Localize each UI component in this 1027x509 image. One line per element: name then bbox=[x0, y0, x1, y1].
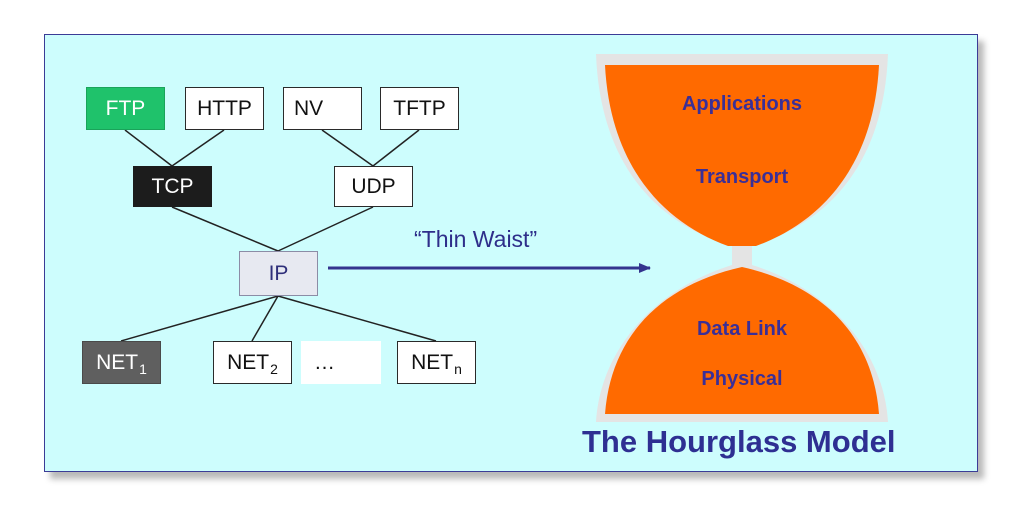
tcp-box: TCP bbox=[133, 166, 212, 207]
hourglass-label-applications: Applications bbox=[681, 93, 802, 115]
hourglass-label-transport: Transport bbox=[695, 166, 789, 188]
nv-label: NV bbox=[294, 96, 324, 120]
net1-label: NET bbox=[96, 350, 139, 374]
link-udp-ip bbox=[277, 206, 374, 252]
diagram-title: The Hourglass Model bbox=[582, 424, 896, 459]
link-tftp-udp bbox=[372, 129, 420, 167]
hourglass-label-data-link: Data Link bbox=[696, 318, 788, 340]
ellipsis-label: … bbox=[314, 350, 335, 374]
ellipsis-box: … bbox=[301, 341, 381, 384]
netn-label: NET bbox=[411, 350, 454, 374]
ftp-label: FTP bbox=[105, 96, 146, 120]
hourglass-bottom-bulb bbox=[605, 267, 879, 414]
link-nv-udp bbox=[321, 129, 374, 167]
ftp-box: FTP bbox=[86, 87, 165, 130]
hourglass-top-bulb bbox=[605, 65, 879, 246]
udp-box: UDP bbox=[334, 166, 413, 207]
http-label: HTTP bbox=[197, 96, 252, 120]
net2-label: NET bbox=[227, 350, 270, 374]
ip-box: IP bbox=[239, 251, 318, 296]
tftp-box: TFTP bbox=[380, 87, 459, 130]
nv-box: NV bbox=[283, 87, 362, 130]
udp-label: UDP bbox=[351, 174, 396, 198]
link-ip-net2 bbox=[251, 295, 279, 342]
tcp-label: TCP bbox=[151, 174, 194, 198]
link-ip-netn bbox=[277, 295, 437, 342]
http-box: HTTP bbox=[185, 87, 264, 130]
netn-subscript: n bbox=[454, 360, 462, 377]
hourglass-label-physical: Physical bbox=[701, 368, 783, 390]
link-ftp-tcp bbox=[124, 129, 173, 167]
link-ip-net1 bbox=[120, 295, 279, 342]
ip-label: IP bbox=[268, 261, 289, 285]
thin-waist-label: “Thin Waist” bbox=[414, 226, 538, 252]
net1-subscript: 1 bbox=[139, 360, 147, 377]
link-tcp-ip bbox=[171, 206, 279, 252]
link-http-tcp bbox=[171, 129, 225, 167]
net2-subscript: 2 bbox=[270, 360, 278, 377]
tftp-label: TFTP bbox=[393, 96, 446, 120]
